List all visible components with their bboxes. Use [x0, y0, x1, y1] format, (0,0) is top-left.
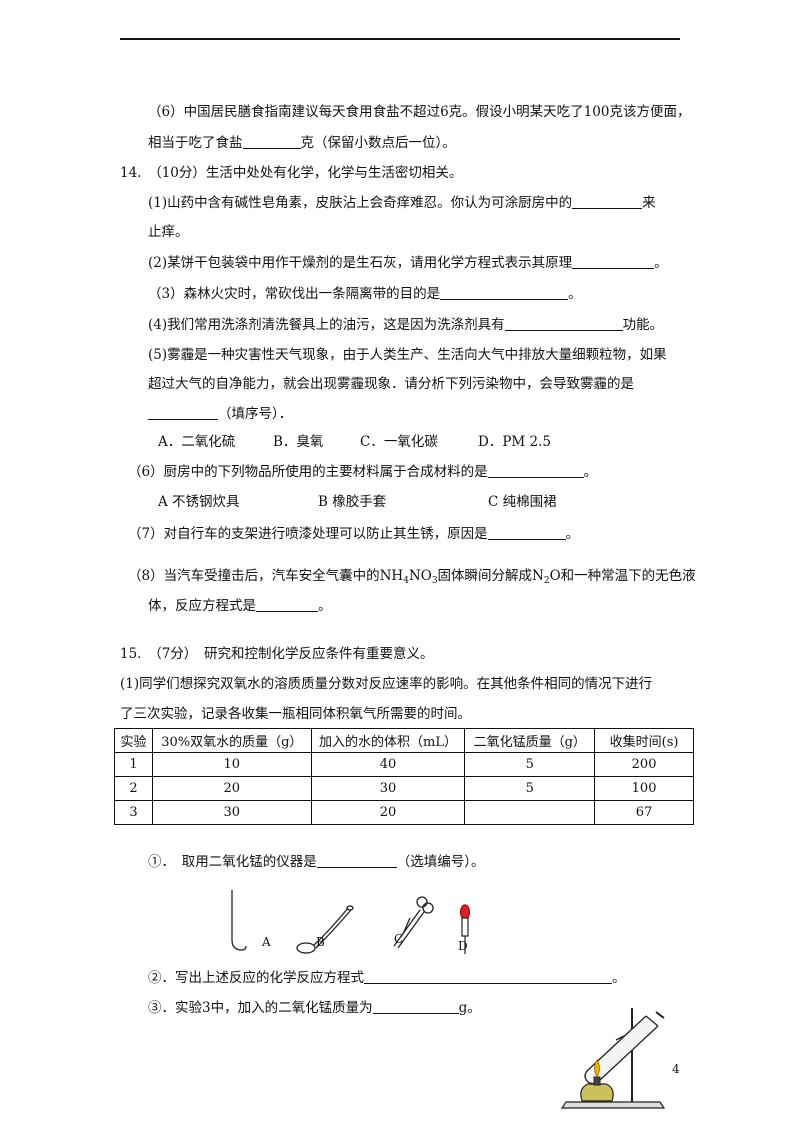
table-cell: 20	[310, 800, 466, 825]
q14-item5-option-d: D．PM 2.5	[478, 434, 551, 450]
answer-blank[interactable]	[256, 597, 318, 612]
dropper-icon	[459, 904, 471, 954]
answer-blank[interactable]	[487, 525, 566, 540]
table-header: 实验	[114, 728, 153, 753]
q14-item5-line2: 超过大气的自净能力，就会出现雾霾现象．请分析下列污染物中，会导致雾霾的是	[148, 376, 634, 392]
q14-item5-line3: （填序号）．	[148, 402, 292, 422]
q14-item6-option-c: C 纯棉围裙	[488, 494, 557, 510]
table-header-row: 实验 30%双氧水的质量（g） 加入的水的体积（mL） 二氧化锰质量（g） 收集…	[114, 728, 694, 753]
q14-item8-line1: （8）当汽车受撞击后，汽车安全气囊中的NH4NO3固体瞬间分解成N2O和一种常温…	[128, 568, 696, 586]
answer-blank[interactable]	[242, 134, 301, 149]
q15-item1-line1: (1)同学们想探究双氧水的溶质质量分数对反应速率的影响。在其他条件相同的情况下进…	[120, 676, 653, 692]
q15-step1: ①． 取用二氧化锰的仪器是（选填编号）。	[148, 853, 485, 870]
table-cell: 5	[464, 752, 596, 777]
table-cell: 30	[151, 800, 312, 825]
table-cell: 1	[114, 752, 153, 777]
table-cell: 3	[114, 800, 153, 825]
table-header: 二氧化锰质量（g）	[464, 728, 596, 753]
table-header: 收集时间(s)	[594, 728, 694, 753]
q13-item6-line1: （6）中国居民膳食指南建议每天食用食盐不超过6克。假设小明某天吃了100克该方便…	[148, 104, 691, 120]
lab-apparatus-figure	[560, 1008, 666, 1109]
q14-item6: （6）厨房中的下列物品所使用的主要材料属于合成材料的是。	[128, 463, 598, 480]
table-cell	[464, 800, 596, 825]
experiment-table: 实验 30%双氧水的质量（g） 加入的水的体积（mL） 二氧化锰质量（g） 收集…	[114, 728, 694, 825]
tongs-icon	[393, 896, 434, 949]
answer-blank[interactable]	[372, 999, 459, 1014]
q14-item5-option-b: B．臭氧	[273, 434, 324, 450]
table-row: 1 10 40 5 200	[114, 752, 694, 777]
table-cell: 40	[310, 752, 466, 777]
table-cell: 30	[310, 776, 466, 801]
answer-blank[interactable]	[364, 969, 612, 984]
q15-header: 15. （7分） 研究和控制化学反应条件有重要意义。	[120, 646, 434, 662]
answer-blank[interactable]	[487, 463, 584, 478]
table-cell: 5	[464, 776, 596, 801]
apparatus-figure: A B C D	[231, 890, 471, 954]
q14-item1-line2: 止痒。	[148, 224, 189, 240]
formula-n2o: N2O	[532, 568, 561, 586]
q14-item5-option-c: C．一氧化碳	[360, 434, 438, 450]
formula-nh4no3: NH4NO3	[379, 568, 438, 586]
table-row: 2 20 30 5 100	[114, 776, 694, 801]
figure-label-a: A	[261, 935, 271, 949]
table-header: 加入的水的体积（mL）	[310, 728, 466, 753]
q14-item7: （7）对自行车的支架进行喷漆处理可以防止其生锈，原因是。	[128, 525, 580, 542]
q14-item2: (2)某饼干包装袋中用作干燥剂的是生石灰，请用化学方程式表示其原理。	[148, 254, 668, 271]
q14-item5-option-a: A．二氧化硫	[158, 434, 236, 450]
q14-item5-line1: (5)雾霾是一种灾害性天气现象，由于人类生产、生活向大气中排放大量细颗粒物，如果	[148, 347, 667, 363]
table-cell: 200	[594, 752, 694, 777]
answer-blank[interactable]	[504, 316, 623, 331]
stand-base	[560, 1101, 666, 1109]
q14-item4: (4)我们常用洗涤剂清洗餐具上的油污，这是因为洗涤剂具有功能。	[148, 316, 664, 333]
q14-item1-line1: (1)山药中含有碱性皂角素，皮肤沾上会奇痒难忍。你认为可涂厨房中的来	[148, 194, 656, 211]
q14-header: 14. （10分）生活中处处有化学，化学与生活密切相关。	[120, 165, 463, 181]
page-number: 4	[672, 1062, 680, 1076]
table-row: 3 30 20 67	[114, 800, 694, 825]
answer-blank[interactable]	[440, 285, 569, 300]
q15-step2: ②．写出上述反应的化学反应方程式。	[148, 969, 626, 986]
q15-item1-line2: 了三次实验，记录各收集一瓶相同体积氧气所需要的时间。	[120, 706, 471, 722]
q14-item6-option-b: B 橡胶手套	[318, 494, 387, 510]
table-cell: 100	[594, 776, 694, 801]
table-cell: 20	[151, 776, 312, 801]
answer-blank[interactable]	[148, 405, 218, 420]
table-cell: 10	[151, 752, 312, 777]
figure-label-b: B	[316, 935, 325, 949]
table-cell: 67	[594, 800, 694, 825]
spatula-icon	[296, 905, 354, 954]
answer-blank[interactable]	[572, 194, 643, 209]
spoon-icon	[231, 890, 247, 951]
q13-item6-line2: 相当于吃了食盐克（保留小数点后一位）。	[148, 134, 456, 151]
answer-blank[interactable]	[572, 254, 655, 269]
figure-label-c: C	[394, 932, 403, 946]
answer-blank[interactable]	[316, 853, 397, 868]
figure-label-d: D	[458, 939, 468, 953]
q14-item6-option-a: A 不锈钢炊具	[158, 494, 240, 510]
alcohol-burner-icon	[580, 1059, 614, 1102]
table-header: 30%双氧水的质量（g）	[151, 728, 312, 753]
table-cell: 2	[114, 776, 153, 801]
q14-item3: （3）森林火灾时，常砍伐出一条隔离带的目的是。	[148, 285, 582, 302]
header-rule	[120, 38, 680, 40]
q14-item8-line2: 体，反应方程式是。	[148, 597, 332, 614]
